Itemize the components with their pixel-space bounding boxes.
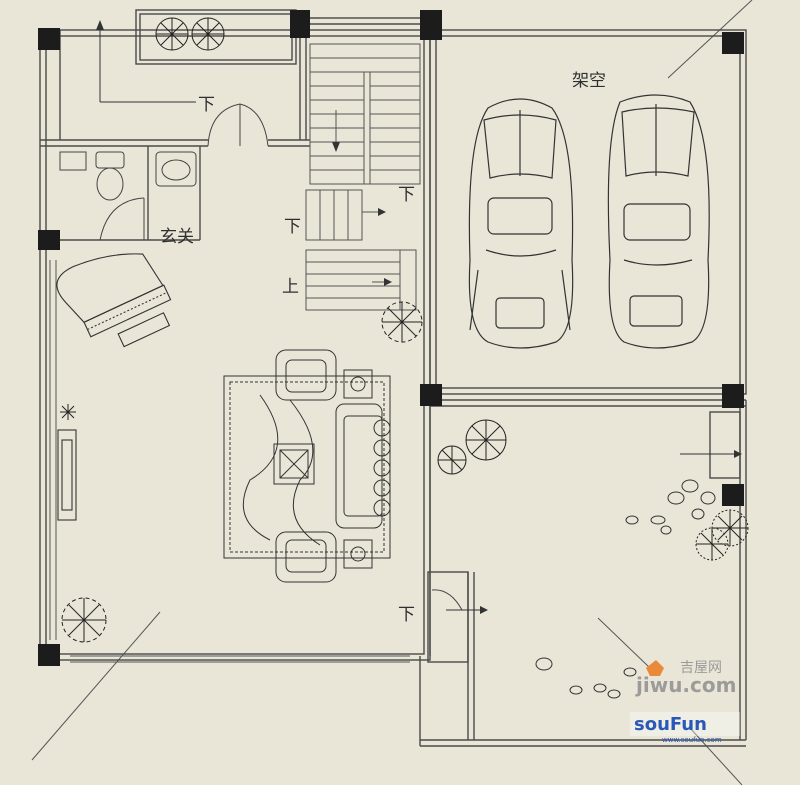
bathroom-fixtures <box>59 151 197 201</box>
windows <box>49 17 420 663</box>
stair-arrowheads <box>332 142 742 614</box>
entrance-label: 玄关 <box>160 227 194 247</box>
watermark-site-name: 吉屋网 <box>680 660 722 676</box>
entry-arrows <box>99 22 736 611</box>
jiwu-watermark: 吉屋网 jiwu.com <box>635 660 736 697</box>
watermark-domain: jiwu.com <box>635 673 736 697</box>
carport-label: 架空 <box>572 71 606 91</box>
car-left <box>468 98 574 349</box>
down-label-stair-upper: 下 <box>398 185 415 205</box>
down-label-stair-lower: 下 <box>284 217 301 237</box>
down-label-entry: 下 <box>198 95 215 115</box>
living-room-set <box>223 349 391 583</box>
soufun-watermark: souFun www.soufun.com <box>630 712 740 744</box>
watermark-brand-url: www.soufun.com <box>662 736 722 744</box>
plants <box>60 17 749 643</box>
up-arrowhead <box>96 20 104 30</box>
leader-lines <box>31 0 753 785</box>
walls <box>39 9 747 747</box>
car-right <box>607 94 710 349</box>
down-label-yard: 下 <box>398 605 415 625</box>
up-label-stair: 上 <box>282 277 299 297</box>
piano <box>56 253 172 348</box>
tv-console <box>57 429 77 521</box>
main-staircase <box>305 43 421 311</box>
doors <box>99 103 463 611</box>
watermark-brand: souFun <box>634 714 707 735</box>
stepping-stones <box>535 479 716 699</box>
pillars <box>38 10 744 666</box>
